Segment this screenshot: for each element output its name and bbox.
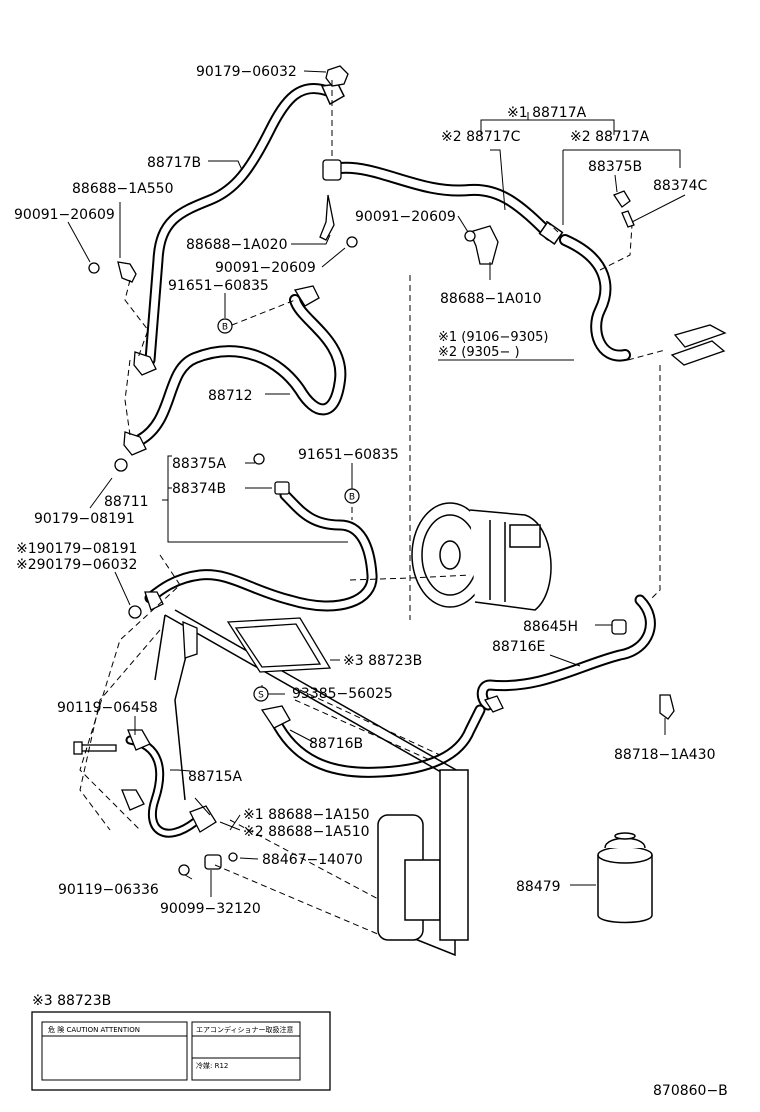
hose-88712 — [134, 294, 347, 446]
label-2-88688-1a510: ※2 88688−1A510 — [243, 824, 370, 840]
hose-88717c — [334, 161, 631, 362]
label-90091-20609-left: 90091−20609 — [14, 207, 115, 223]
label-88716e: 88716E — [492, 639, 545, 655]
label-91651-60835-top: 91651−60835 — [168, 278, 269, 294]
cylinder-88479 — [597, 832, 653, 924]
dashed-leaders — [79, 80, 666, 936]
label-90119-06458: 90119−06458 — [57, 700, 158, 716]
label-90091-20609-right: 90091−20609 — [355, 209, 456, 225]
hose-88717b — [144, 82, 336, 366]
circle-marker-b-2: B — [344, 488, 360, 504]
label-93385-56025: 93385−56025 — [292, 686, 393, 702]
svg-text:B: B — [222, 323, 228, 333]
svg-text:S: S — [258, 691, 264, 701]
label-88711: 88711 — [104, 494, 149, 510]
label-1-90179-08191: ※190179−08191 — [16, 541, 137, 557]
label-refrigerant: 冷媒: R12 — [196, 1061, 228, 1070]
label-1-88717a: ※1 88717A — [507, 105, 587, 121]
label-90091-20609-center: 90091−20609 — [215, 260, 316, 276]
label-91651-60835-mid: 91651−60835 — [298, 447, 399, 463]
label-plate-88723b — [226, 617, 332, 673]
label-box-title: ※3 88723B — [32, 993, 111, 1009]
label-90119-06336: 90119−06336 — [58, 882, 159, 898]
label-88718-1a430: 88718−1A430 — [614, 747, 715, 763]
label-88374b: 88374B — [172, 481, 226, 497]
receiver-dryer-illustration — [377, 769, 469, 941]
label-88479: 88479 — [516, 879, 561, 895]
leader-lines — [67, 70, 686, 897]
label-2-90179-06032: ※290179−06032 — [16, 557, 137, 573]
note-1-date-range: ※1 (9106−9305) — [438, 330, 549, 345]
label-japanese-header: エアコンディショナー取扱注意 — [196, 1025, 294, 1034]
label-1-88688-1a150: ※1 88688−1A150 — [243, 807, 370, 823]
svg-text:B: B — [349, 493, 355, 503]
label-3-88723b: ※3 88723B — [343, 653, 422, 669]
label-88688-1a010: 88688−1A010 — [440, 291, 541, 307]
compressor-illustration — [411, 502, 552, 611]
label-88375a: 88375A — [172, 456, 227, 472]
hose-fitting-top — [320, 83, 345, 106]
label-88717b: 88717B — [147, 155, 201, 171]
label-88712: 88712 — [208, 388, 253, 404]
note-2-date-range: ※2 (9305− ) — [438, 345, 520, 360]
label-90179-06032: 90179−06032 — [196, 64, 297, 80]
pipe-88716e — [476, 594, 656, 711]
label-2-88717a: ※2 88717A — [570, 129, 650, 145]
label-88688-1a020: 88688−1A020 — [186, 237, 287, 253]
circle-marker-b-1: B — [217, 318, 233, 334]
pipe-88715a — [125, 735, 200, 838]
label-88467-14070: 88467−14070 — [262, 852, 363, 868]
bolt-90119-06458 — [73, 741, 117, 755]
label-88688-1a550: 88688−1A550 — [72, 181, 173, 197]
circle-marker-s: S — [253, 686, 269, 702]
label-90099-32120: 90099−32120 — [160, 901, 261, 917]
label-88375b: 88375B — [588, 159, 642, 175]
figure-code: 870860−B — [653, 1083, 728, 1099]
label-2-88717c: ※2 88717C — [441, 129, 521, 145]
pipe-88711 — [144, 489, 378, 612]
label-88716b: 88716B — [309, 736, 363, 752]
label-88374c: 88374C — [653, 178, 708, 194]
caution-label-detail: 危 険 CAUTION ATTENTION エアコンディショナー取扱注意 冷媒:… — [31, 1011, 331, 1091]
label-88645h: 88645H — [523, 619, 578, 635]
hose-coupling — [538, 221, 564, 245]
label-88715a: 88715A — [188, 769, 243, 785]
label-90179-08191: 90179−08191 — [34, 511, 135, 527]
pipe-88716b — [269, 704, 486, 778]
label-caution-header: 危 険 CAUTION ATTENTION — [48, 1025, 140, 1034]
